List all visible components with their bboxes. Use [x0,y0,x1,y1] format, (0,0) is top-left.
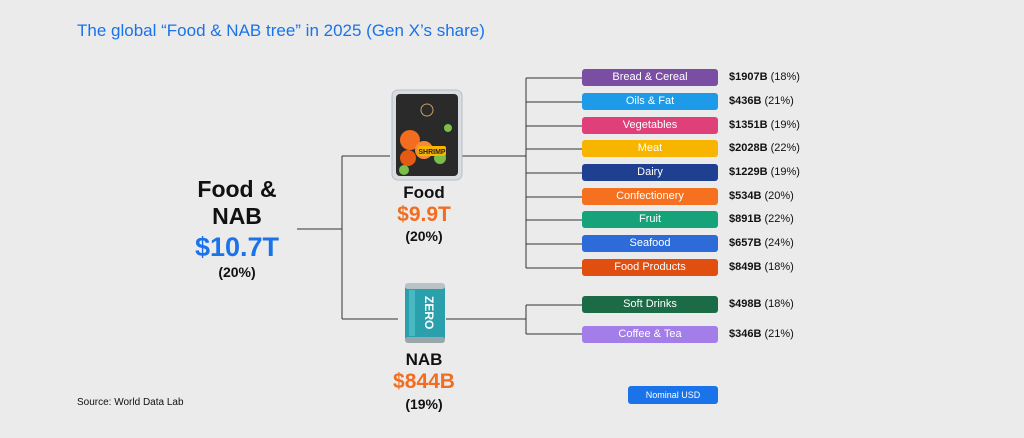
root-node-value: $10.7T [194,232,280,262]
food-item-meat-value: $2028B (22%) [729,142,800,154]
root-node-share: (20%) [218,264,256,280]
food-node-share: (20%) [405,228,443,244]
food-item-confectionery: Confectionery [582,188,718,205]
root-node-name: Food & NAB [180,176,294,230]
food-item-seafood: Seafood [582,235,718,252]
food-item-seafood-value: $657B (24%) [729,237,794,249]
food-item-meat: Meat [582,140,718,157]
food-item-bread-cereal: Bread & Cereal [582,69,718,86]
food-item-fruit-value: $891B (22%) [729,213,794,225]
shrimp-package-image: SHRIMP [391,89,463,181]
nab-item-soft-drinks: Soft Drinks [582,296,718,313]
food-item-food-products-value: $849B (18%) [729,261,794,273]
nab-item-coffee-tea-value: $346B (21%) [729,328,794,340]
nab-item-soft-drinks-value: $498B (18%) [729,298,794,310]
nab-item-coffee-tea: Coffee & Tea [582,326,718,343]
food-item-oils-fat-value: $436B (21%) [729,95,794,107]
food-node-name: Food [403,183,445,202]
root-name-line2: NAB [212,203,262,229]
food-item-bread-cereal-value: $1907B (18%) [729,71,800,83]
page-title: The global “Food & NAB tree” in 2025 (Ge… [77,21,485,40]
nab-node-name: NAB [405,350,443,369]
food-item-confectionery-value: $534B (20%) [729,190,794,202]
nab-node-share: (19%) [405,396,443,412]
food-item-vegetables: Vegetables [582,117,718,134]
food-item-vegetables-value: $1351B (19%) [729,119,800,131]
food-item-dairy-value: $1229B (19%) [729,166,800,178]
nab-node-value: $844B [393,370,455,393]
food-node-value: $9.9T [397,203,451,226]
food-item-fruit: Fruit [582,211,718,228]
can-label: ZERO [422,296,436,329]
connector-food-branches [526,77,582,269]
food-item-oils-fat: Oils & Fat [582,93,718,110]
soda-can-image: ZERO [405,283,445,343]
source-note: Source: World Data Lab [77,397,184,408]
food-item-dairy: Dairy [582,164,718,181]
nominal-usd-badge: Nominal USD [628,386,718,404]
food-item-food-products: Food Products [582,259,718,276]
root-name-line1: Food & [197,176,277,202]
shrimp-label: SHRIMP [418,149,446,156]
